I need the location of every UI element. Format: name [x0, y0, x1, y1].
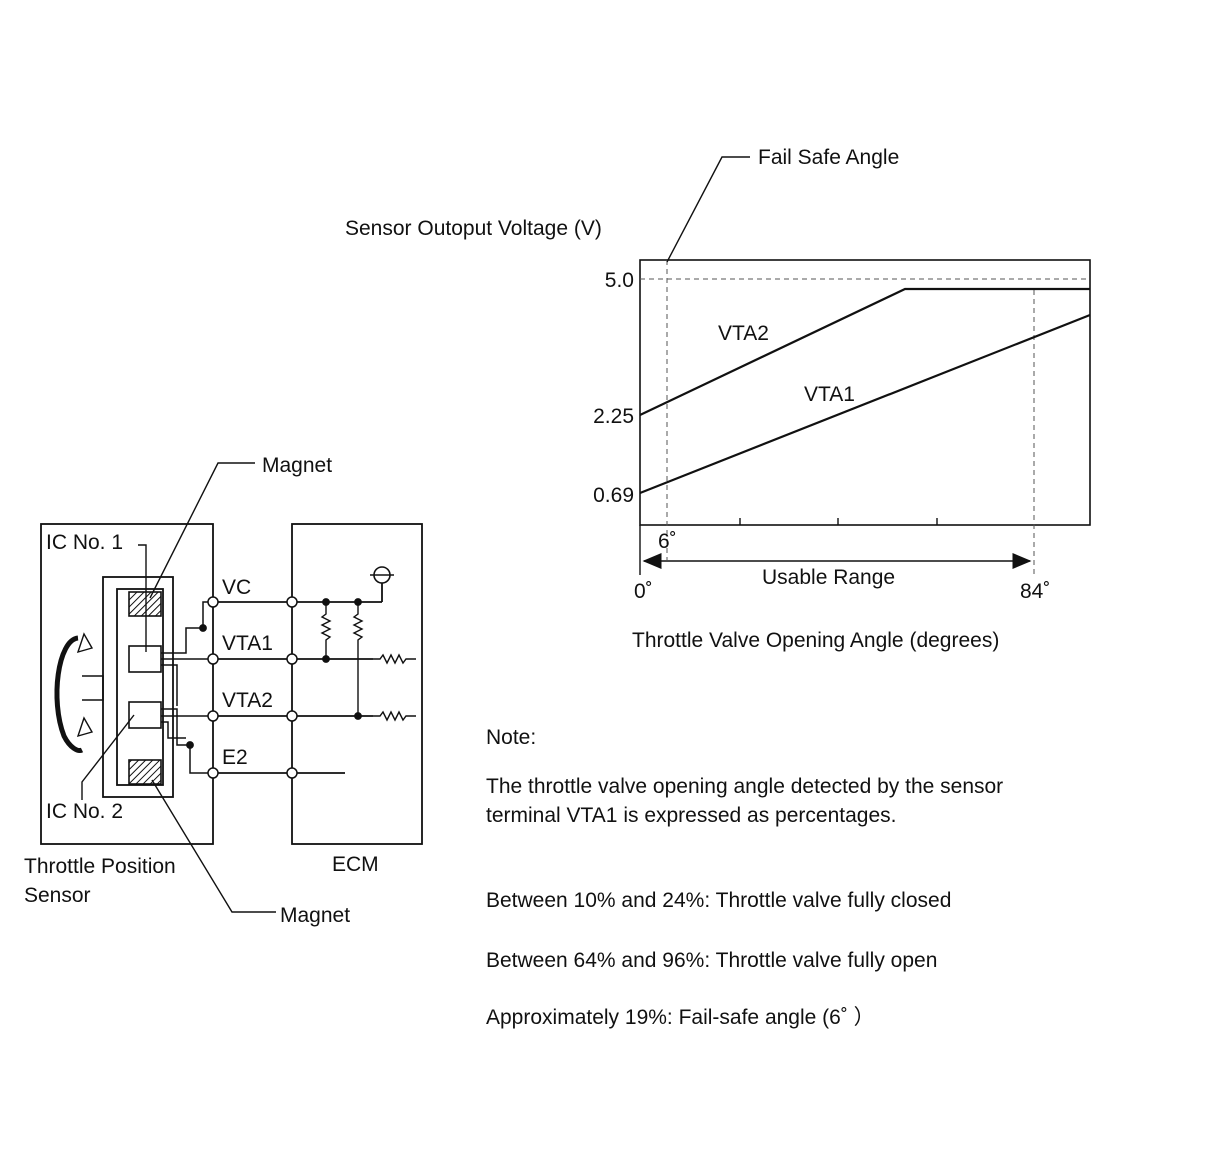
ic2-block	[128, 701, 162, 729]
ic2-label: IC No. 2	[46, 800, 123, 823]
ecm-label: ECM	[332, 853, 379, 876]
y-tick-0-69: 0.69	[593, 484, 634, 507]
magnet-top-label: Magnet	[262, 454, 332, 477]
note-fully-closed: Between 10% and 24%: Throttle valve full…	[486, 889, 952, 912]
vta1-line	[639, 313, 1091, 495]
input-resistor-1	[373, 653, 416, 665]
circuit-diagram	[40, 462, 423, 913]
y-tick-2-25: 2.25	[593, 405, 634, 428]
magnet-bottom-leader	[151, 779, 276, 913]
fail-safe-leader	[666, 156, 750, 263]
fail-safe-label: Fail Safe Angle	[758, 146, 899, 169]
magnet-top-leader	[149, 462, 255, 599]
note-line-1: The throttle valve opening angle detecte…	[486, 775, 1004, 798]
voltage-graph	[639, 156, 1091, 575]
rotation-arrow-icon	[54, 635, 84, 753]
sensor-box	[40, 523, 214, 845]
magnet-bottom-block	[128, 759, 162, 785]
ic1-block	[128, 645, 162, 673]
input-resistor-2	[373, 710, 416, 722]
note-fail-safe: Approximately 19%: Fail-safe angle (6˚ ）	[486, 1006, 875, 1029]
graph-frame	[639, 259, 1091, 526]
series-label-vta1: VTA1	[804, 383, 855, 406]
note-fully-open: Between 64% and 96%: Throttle valve full…	[486, 949, 938, 972]
ecm-box	[291, 523, 423, 845]
note-line-2: terminal VTA1 is expressed as percentage…	[486, 804, 897, 827]
ic2-leader	[81, 714, 135, 800]
x-tick-84: 84˚	[1020, 580, 1050, 603]
ic1-label: IC No. 1	[46, 531, 123, 554]
magnet-bottom-label: Magnet	[280, 904, 350, 927]
x-tick-6: 6˚	[658, 530, 677, 553]
x-axis-label: Throttle Valve Opening Angle (degrees)	[632, 629, 999, 652]
terminal-vta2: VTA2	[222, 689, 273, 712]
terminal-vc: VC	[222, 576, 251, 599]
usable-range-label: Usable Range	[762, 566, 895, 589]
sensor-label-line1: Throttle Position	[24, 855, 176, 878]
vta2-line	[639, 287, 1090, 416]
pullup-resistor-1	[320, 602, 332, 659]
y-axis-label: Sensor Outoput Voltage (V)	[345, 217, 602, 240]
terminal-vta1: VTA1	[222, 632, 273, 655]
magnet-yoke-inner	[116, 588, 164, 786]
x-tick-0: 0˚	[634, 580, 653, 603]
y-tick-5: 5.0	[605, 269, 634, 292]
ic1-leader	[138, 544, 147, 652]
sensor-label-line2: Sensor	[24, 884, 91, 907]
series-label-vta2: VTA2	[718, 322, 769, 345]
pullup-resistor-2	[352, 602, 364, 716]
note-heading: Note:	[486, 726, 537, 749]
terminal-e2: E2	[222, 746, 248, 769]
magnet-top-block	[128, 591, 162, 617]
